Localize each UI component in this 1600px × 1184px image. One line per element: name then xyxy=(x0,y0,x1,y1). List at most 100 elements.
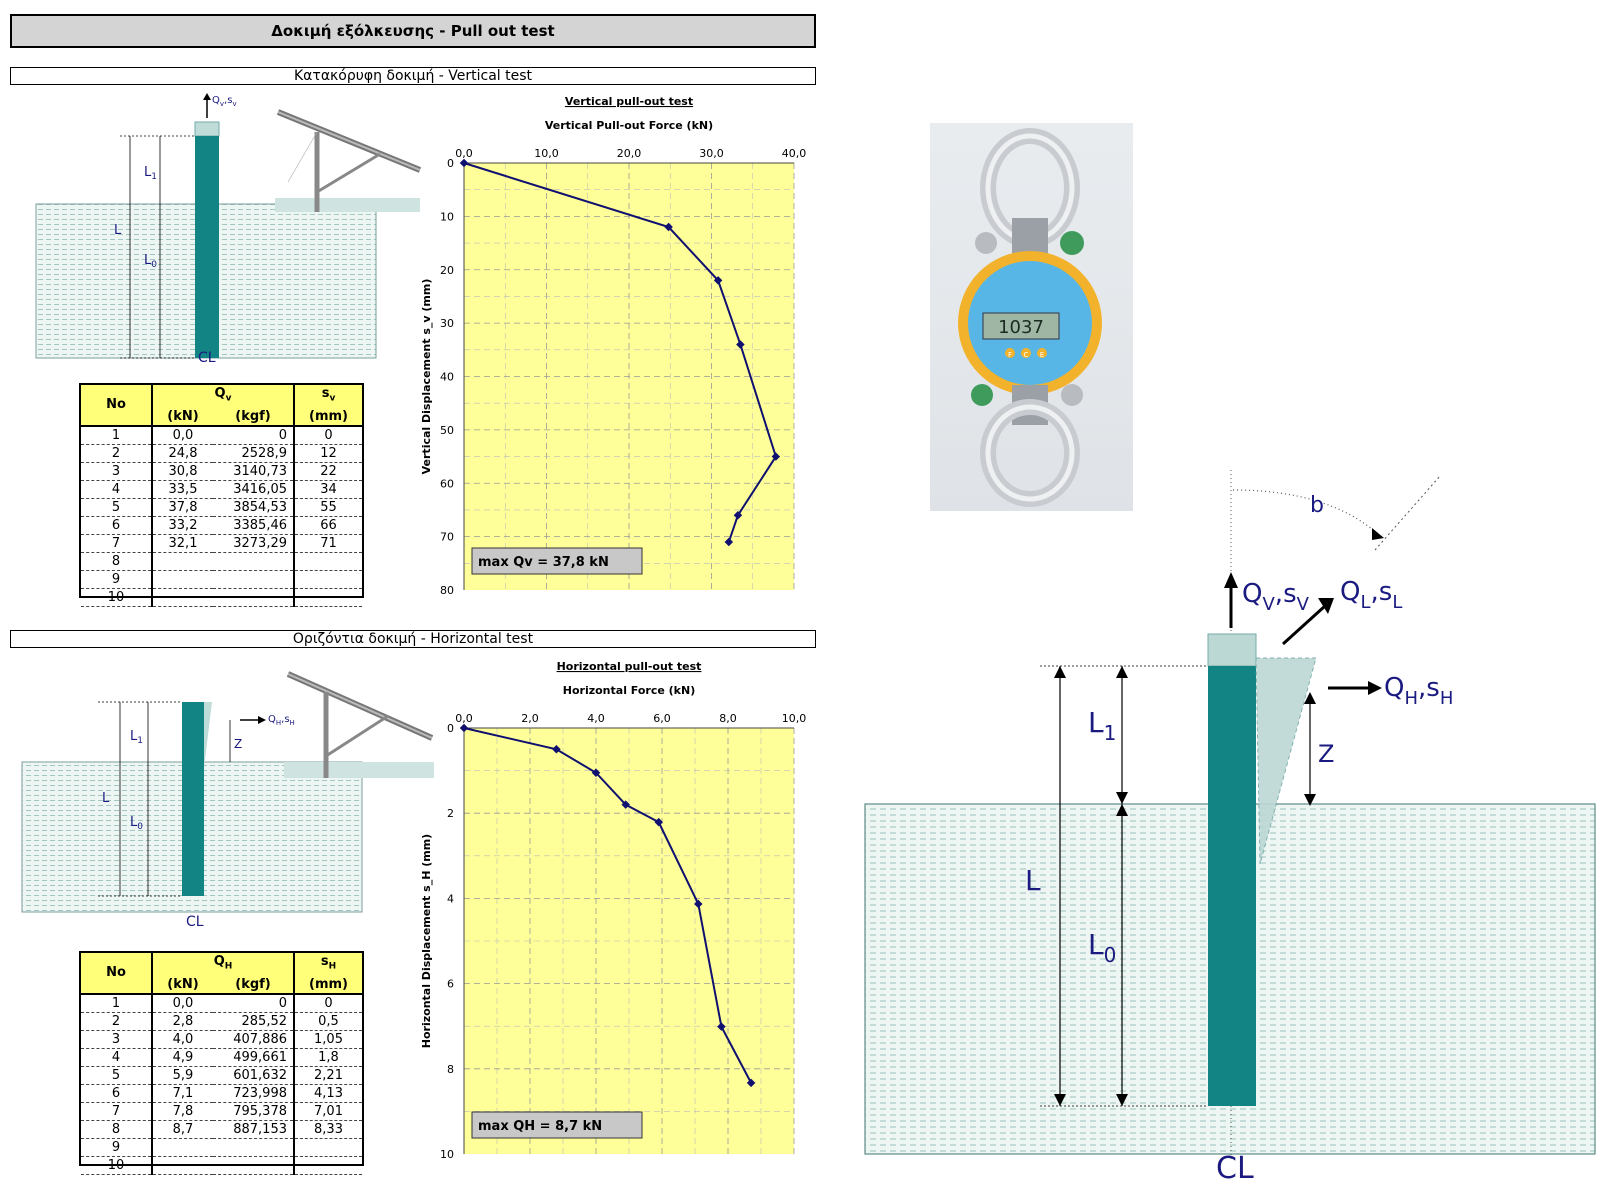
x-tick-label: 40,0 xyxy=(782,147,807,160)
table-cell xyxy=(294,588,362,607)
table-cell xyxy=(213,1156,295,1175)
table-cell: 3385,46 xyxy=(213,516,295,535)
y-tick-label: 2 xyxy=(447,807,454,820)
table-cell: 723,998 xyxy=(213,1084,295,1103)
Z-label: Z xyxy=(234,737,242,751)
table-cell: 0,5 xyxy=(294,1012,362,1031)
series-line xyxy=(463,727,752,1084)
table-cell: 8 xyxy=(81,552,153,571)
table-cell: 12 xyxy=(294,444,362,463)
x-tick-label: 4,0 xyxy=(587,712,605,725)
data-point xyxy=(771,452,781,461)
table-cell: 7 xyxy=(81,1102,153,1121)
annotation-text: max Qv = 37,8 kN xyxy=(478,555,609,570)
page-title: Δοκιμή εξόλκευσης - Pull out test xyxy=(10,14,816,48)
y-tick-label: 40 xyxy=(440,371,454,384)
table-cell: 5,9 xyxy=(152,1066,213,1085)
table-cell: 4 xyxy=(81,480,153,499)
L0-label: L0 xyxy=(1088,928,1116,967)
force-label: Qv,sv xyxy=(212,95,237,108)
y-tick-label: 80 xyxy=(440,584,454,597)
table-cell xyxy=(294,1138,362,1157)
unit-kn: (kN) xyxy=(152,975,213,995)
table-cell: 8,7 xyxy=(152,1120,213,1139)
table-cell: 6 xyxy=(81,516,153,535)
chart-title: Vertical pull-out test xyxy=(565,95,693,108)
ql-label: QL,sL xyxy=(1340,577,1402,613)
L1-label: L1 xyxy=(144,165,157,182)
table-cell: 6 xyxy=(81,1084,153,1103)
centerline-label: CL xyxy=(198,350,216,366)
table-cell: 601,632 xyxy=(213,1066,295,1085)
x-tick-label: 2,0 xyxy=(521,712,539,725)
table-cell: 33,5 xyxy=(152,480,213,499)
L1-label: L1 xyxy=(130,729,143,746)
L0-label: L0 xyxy=(130,815,143,832)
col-no-header: No xyxy=(81,953,153,995)
pile-head xyxy=(1207,633,1257,667)
table-cell: 7,01 xyxy=(294,1102,362,1121)
qh-label: QH,sH xyxy=(1384,673,1453,709)
y-tick-label: 0 xyxy=(447,722,454,735)
table-cell xyxy=(152,1138,213,1157)
table-cell: 3273,29 xyxy=(213,534,295,553)
table-cell xyxy=(213,588,295,607)
x-tick-label: 10,0 xyxy=(534,147,559,160)
data-point xyxy=(733,511,743,520)
y-axis-label: Vertical Displacement s_v (mm) xyxy=(420,279,433,475)
qv-label: QV,sV xyxy=(1242,579,1310,615)
L0-label: L0 xyxy=(144,253,157,270)
x-axis-label: Horizontal Force (kN) xyxy=(563,684,695,697)
table-cell: 795,378 xyxy=(213,1102,295,1121)
table-cell: 4,0 xyxy=(152,1030,213,1049)
table-cell: 3 xyxy=(81,462,153,481)
table-cell: 32,1 xyxy=(152,534,213,553)
table-cell: 10 xyxy=(81,1156,153,1175)
table-cell xyxy=(294,552,362,571)
centerline-label: CL xyxy=(1216,1151,1254,1184)
table-cell: 4 xyxy=(81,1048,153,1067)
table-cell: 3416,05 xyxy=(213,480,295,499)
pile-head xyxy=(194,121,220,137)
centerline-label: CL xyxy=(186,914,204,930)
table-cell xyxy=(294,1156,362,1175)
col-q-header: Qv xyxy=(152,385,295,408)
table-row: 9 xyxy=(81,570,362,589)
button-f: F xyxy=(1008,351,1012,359)
table-cell: 66 xyxy=(294,516,362,535)
table-cell: 2528,9 xyxy=(213,444,295,463)
table-row: 10 xyxy=(81,588,362,607)
table-cell: 1,05 xyxy=(294,1030,362,1049)
annotation-text: max QH = 8,7 kN xyxy=(478,1119,602,1134)
force-arrowhead xyxy=(203,93,211,100)
table-cell: 37,8 xyxy=(152,498,213,517)
col-s-header: sv xyxy=(294,385,362,408)
table-cell: 34 xyxy=(294,480,362,499)
table-cell: 30,8 xyxy=(152,462,213,481)
x-tick-label: 20,0 xyxy=(617,147,642,160)
table-cell xyxy=(213,570,295,589)
data-point xyxy=(713,276,723,285)
table-row: 8 xyxy=(81,552,362,571)
large-pile-diagram: QV,sV QL,sL b QH,sH Z L1 L L0 CL xyxy=(864,470,1596,1184)
y-axis-label: Horizontal Displacement s_H (mm) xyxy=(420,834,433,1048)
table-cell: 7,8 xyxy=(152,1102,213,1121)
table-cell: 1 xyxy=(81,425,153,445)
angle-label: b xyxy=(1310,493,1324,518)
unit-kn: (kN) xyxy=(152,407,213,427)
table-cell: 1,8 xyxy=(294,1048,362,1067)
table-cell: 3854,53 xyxy=(213,498,295,517)
button-e: E xyxy=(1040,351,1044,359)
table-cell: 887,153 xyxy=(213,1120,295,1139)
